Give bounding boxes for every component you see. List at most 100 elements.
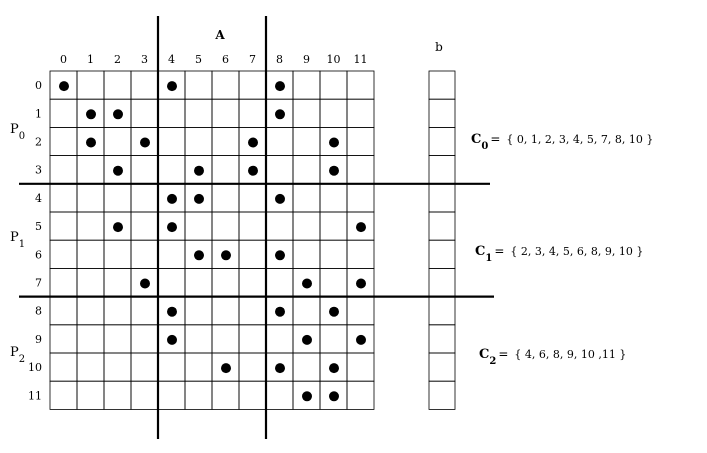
matrix-cell <box>346 127 375 157</box>
vector-cell <box>428 324 456 354</box>
column-label: 7 <box>249 53 256 66</box>
nonzero-markers <box>59 81 366 402</box>
matrix-cell <box>265 380 294 410</box>
nonzero-dot <box>167 334 177 345</box>
matrix-cell <box>103 183 132 213</box>
nonzero-dot <box>329 137 339 148</box>
partition-lines <box>19 16 494 439</box>
nonzero-dot <box>113 222 123 233</box>
row-label: 9 <box>35 333 42 346</box>
matrix-cell <box>157 267 186 297</box>
row-label: 11 <box>28 389 42 402</box>
matrix-cell <box>76 183 105 213</box>
matrix-cell <box>238 380 267 410</box>
matrix-cell <box>49 324 78 354</box>
matrix-cell <box>211 70 240 100</box>
nonzero-dot <box>275 193 285 204</box>
nonzero-dot <box>329 363 339 374</box>
nonzero-dot <box>167 222 177 233</box>
matrix-cell <box>157 155 186 185</box>
column-label: 2 <box>114 53 121 66</box>
matrix-cell <box>130 155 159 185</box>
matrix-cell <box>103 380 132 410</box>
nonzero-dot <box>86 137 96 148</box>
nonzero-dot <box>275 109 285 120</box>
matrix-cell <box>265 267 294 297</box>
nonzero-dot <box>275 81 285 92</box>
nonzero-dot <box>275 363 285 374</box>
row-label: 6 <box>35 248 42 261</box>
matrix-cell <box>130 239 159 269</box>
vector-cell <box>428 98 456 128</box>
matrix-cell <box>184 296 213 326</box>
column-label: 8 <box>276 53 283 66</box>
column-label: 6 <box>222 53 229 66</box>
matrix-cell <box>319 267 348 297</box>
vector-cell <box>428 155 456 185</box>
matrix-cell <box>211 296 240 326</box>
vector-title: b <box>435 40 443 54</box>
matrix-cell <box>292 98 321 128</box>
vector-cell <box>428 183 456 213</box>
nonzero-dot <box>167 306 177 317</box>
matrix-cell <box>130 183 159 213</box>
nonzero-dot <box>221 250 231 261</box>
matrix-cell <box>130 98 159 128</box>
row-label: 1 <box>35 107 42 120</box>
set-label: C2={ 4, 6, 8, 9, 10 ,11 } <box>479 347 626 367</box>
nonzero-dot <box>329 165 339 176</box>
matrix-cell <box>76 380 105 410</box>
nonzero-dot <box>113 165 123 176</box>
column-label: 10 <box>327 53 341 66</box>
column-label: 1 <box>87 53 94 66</box>
nonzero-dot <box>194 250 204 261</box>
matrix-cell <box>184 324 213 354</box>
partition-label: P0 <box>10 122 25 142</box>
matrix-cell <box>346 70 375 100</box>
matrix-cell <box>103 127 132 157</box>
matrix-cell <box>184 211 213 241</box>
matrix-cell <box>319 183 348 213</box>
nonzero-dot <box>86 109 96 120</box>
matrix-cell <box>211 267 240 297</box>
matrix-cell <box>265 127 294 157</box>
matrix-cell <box>130 296 159 326</box>
vector-cell <box>428 352 456 382</box>
nonzero-dot <box>275 306 285 317</box>
row-label: 7 <box>35 277 42 290</box>
matrix-cell <box>157 239 186 269</box>
matrix-cell <box>346 380 375 410</box>
nonzero-dot <box>356 222 366 233</box>
vector-cell <box>428 267 456 297</box>
matrix-cell <box>238 70 267 100</box>
row-label: 0 <box>35 79 42 92</box>
matrix-cell <box>49 267 78 297</box>
matrix-cell <box>157 98 186 128</box>
vector-cell <box>428 380 456 410</box>
matrix-cell <box>103 296 132 326</box>
column-label: 4 <box>168 53 175 66</box>
nonzero-dot <box>140 278 150 289</box>
matrix-title: A <box>214 28 225 42</box>
column-label: 0 <box>60 53 67 66</box>
matrix-cell <box>184 267 213 297</box>
matrix-grid <box>49 70 375 410</box>
matrix-cell <box>157 352 186 382</box>
matrix-cell <box>319 211 348 241</box>
nonzero-dot <box>329 306 339 317</box>
nonzero-dot <box>302 278 312 289</box>
nonzero-dot <box>140 137 150 148</box>
nonzero-dot <box>221 363 231 374</box>
matrix-cell <box>292 183 321 213</box>
matrix-cell <box>211 211 240 241</box>
nonzero-dot <box>356 334 366 345</box>
vector-cell <box>428 70 456 100</box>
matrix-cell <box>76 267 105 297</box>
vector-cell <box>428 239 456 269</box>
nonzero-dot <box>248 137 258 148</box>
partition-label: P2 <box>10 345 25 365</box>
matrix-cell <box>130 324 159 354</box>
matrix-cell <box>292 155 321 185</box>
